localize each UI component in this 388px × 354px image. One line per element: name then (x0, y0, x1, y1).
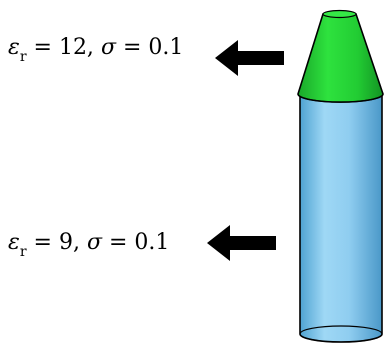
left-arrow-icon (207, 225, 276, 261)
lower-body-cylinder (299, 95, 383, 343)
epsilon-value: = 9, (33, 230, 80, 255)
sigma-value: = 0.1 (108, 230, 170, 255)
epsilon-value: = 12, (33, 35, 94, 60)
permittivity-label-bottom: εr = 9, σ = 0.1 (8, 230, 170, 260)
sigma-value: = 0.1 (122, 35, 184, 60)
epsilon-symbol: ε (8, 35, 20, 60)
permittivity-label-top: εr = 12, σ = 0.1 (8, 35, 184, 65)
epsilon-subscript: r (19, 244, 27, 260)
left-arrow-icon (215, 40, 284, 76)
upper-tip-cone (297, 9, 384, 103)
sigma-symbol: σ (86, 230, 102, 255)
epsilon-subscript: r (19, 49, 27, 65)
sigma-symbol: σ (100, 35, 116, 60)
epsilon-symbol: ε (8, 230, 20, 255)
